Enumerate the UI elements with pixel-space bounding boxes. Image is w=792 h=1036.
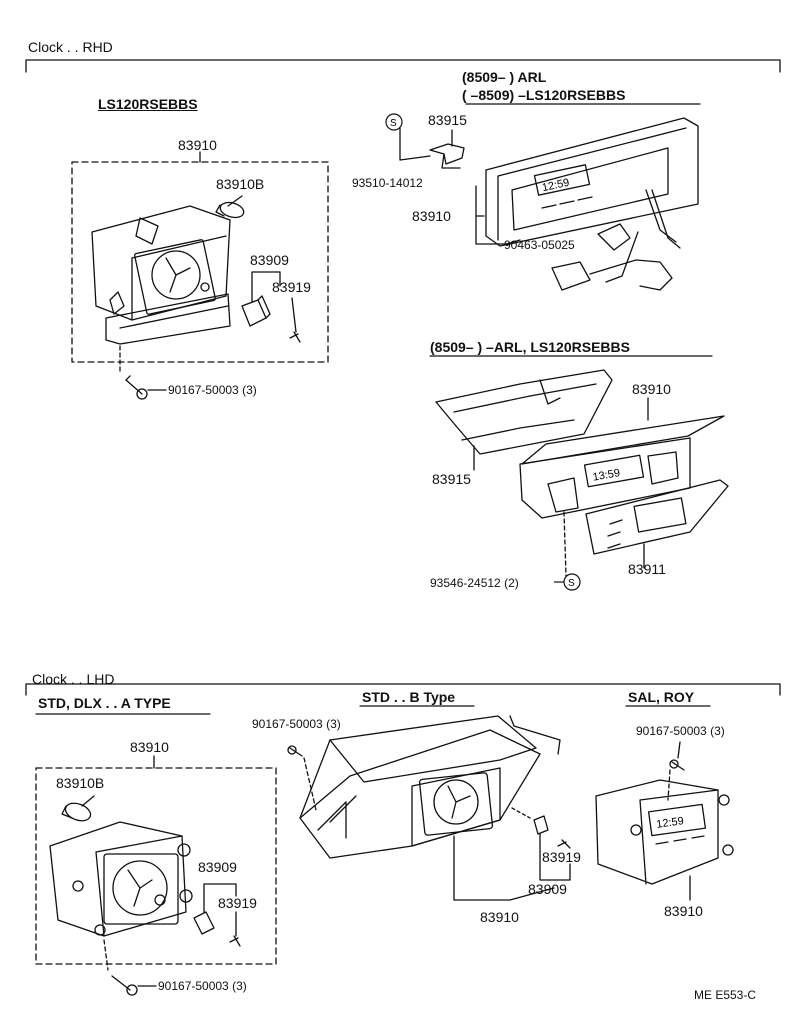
std-b-screw-icon xyxy=(287,745,303,757)
std-a-socket-label: 83909 xyxy=(198,859,237,875)
std-b-variant-label: STD . . B Type xyxy=(362,689,456,705)
std-b-small-screw-icon xyxy=(557,839,571,849)
sal-variant-label: SAL, ROY xyxy=(628,689,695,705)
std-b-socket-icon xyxy=(533,815,549,835)
arl-variant-line2: ( –8509) –LS120RSEBBS xyxy=(462,87,626,103)
std-b-small-screw-label: 83919 xyxy=(542,849,581,865)
ls-socket-icon xyxy=(241,295,271,327)
arl-bracket-label: 83915 xyxy=(428,112,467,128)
sal-assy-label: 83910 xyxy=(664,903,703,919)
sal-screw-label: 90167-50003 (3) xyxy=(636,724,725,738)
lower-assy-label: 83910 xyxy=(632,381,671,397)
std-b-assy-label: 83910 xyxy=(480,909,519,925)
ls-small-screw-label: 83919 xyxy=(272,279,311,295)
rhd-heading: Clock . . RHD xyxy=(28,39,113,55)
ls-assy-label: 83910 xyxy=(178,137,217,153)
rhd-frame xyxy=(25,59,781,73)
sal-display-text: 12:59 xyxy=(656,815,685,831)
std-a-dashed-box xyxy=(35,767,277,965)
std-b-screw-label: 90167-50003 (3) xyxy=(252,717,341,731)
arl-assy-label: 83910 xyxy=(412,208,451,224)
arl-connector-label: 90463-05025 xyxy=(504,238,575,252)
lhd-frame xyxy=(25,683,781,696)
arl-display-text: 12:59 xyxy=(541,177,570,194)
sal-clock-unit xyxy=(595,779,734,885)
lower-cover-unit xyxy=(585,479,729,555)
ls-variant-label: LS120RSEBBS xyxy=(98,96,198,112)
lower-clock-unit xyxy=(519,415,725,519)
ls-dashed-box xyxy=(71,161,329,363)
lower-variant-label: (8509– ) –ARL, LS120RSEBBS xyxy=(430,339,630,355)
arl-nut-label: 93510-14012 xyxy=(352,176,423,190)
arl-bracket-icon xyxy=(429,143,465,169)
ls-screw-label: 90167-50003 (3) xyxy=(168,383,257,397)
lhd-heading: Clock . . LHD xyxy=(32,671,115,687)
lower-s-mark: S xyxy=(568,578,575,589)
lower-display-text: 13:59 xyxy=(592,467,621,484)
std-b-clock-unit xyxy=(299,715,561,859)
lower-cover-label: 83911 xyxy=(628,561,666,577)
std-a-variant-label: STD, DLX . . A TYPE xyxy=(38,695,171,711)
sal-screw-icon xyxy=(669,759,685,771)
std-a-bulb-icon xyxy=(61,802,92,822)
arl-variant-line1: (8509– ) ARL xyxy=(462,69,547,85)
arl-clock-unit xyxy=(485,117,699,283)
lower-bracket-unit xyxy=(435,369,613,455)
std-b-socket-label: 83909 xyxy=(528,881,567,897)
std-a-screw-icon xyxy=(111,975,138,996)
ls-clock-unit xyxy=(91,205,231,345)
std-a-socket-icon xyxy=(193,911,215,935)
ls-screw-icon xyxy=(125,375,148,400)
std-a-clock-unit xyxy=(49,821,193,937)
ls-small-screw-icon xyxy=(289,331,301,343)
lower-bracket-label: 83915 xyxy=(432,471,471,487)
std-a-assy-label: 83910 xyxy=(130,739,169,755)
ls-socket-label: 83909 xyxy=(250,252,289,268)
lower-screw-label: 93546-24512 (2) xyxy=(430,576,519,590)
std-a-screw-label: 90167-50003 (3) xyxy=(158,979,247,993)
arl-s-mark: S xyxy=(390,118,397,129)
std-a-small-screw-label: 83919 xyxy=(218,895,257,911)
ls-bulb-label: 83910B xyxy=(216,176,265,192)
ls-bulb-icon xyxy=(215,201,245,219)
arl-connector-icon xyxy=(551,223,673,291)
std-a-bulb-label: 83910B xyxy=(56,775,105,791)
diagram-code: ME E553-C xyxy=(694,988,757,1002)
std-a-small-screw-icon xyxy=(229,935,241,947)
